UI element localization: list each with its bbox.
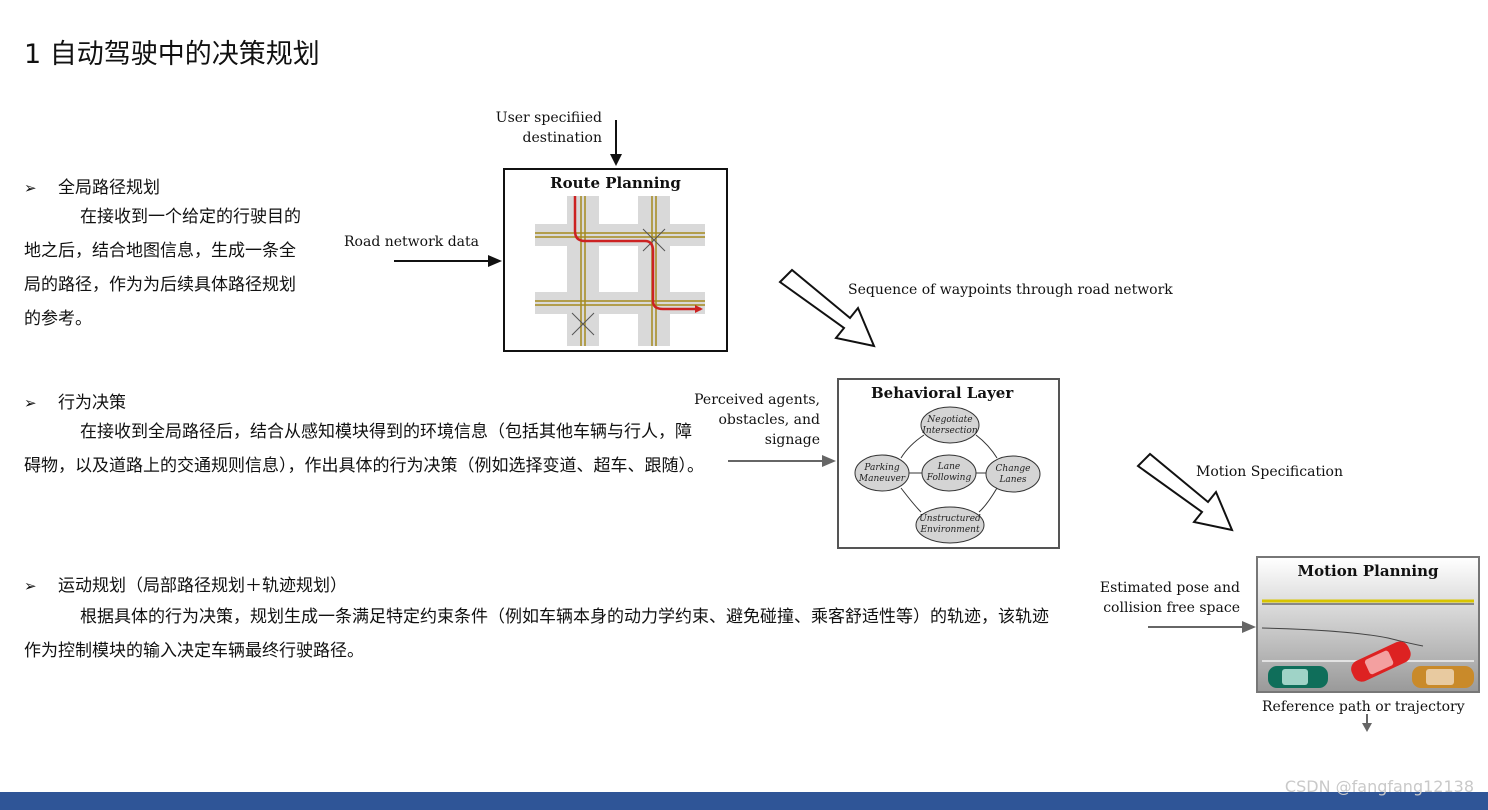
route-planning-title: Route Planning	[550, 174, 681, 192]
motion-planning-box: Motion Planning	[1256, 556, 1480, 693]
reference-path-label: Reference path or trajectory	[1262, 699, 1465, 715]
state-lane-line1: Lane	[937, 462, 960, 472]
down-arrow-icon	[1362, 714, 1372, 732]
section-motion-body: 根据具体的行为决策，规划生成一条满足特定约束条件（例如车辆本身的动力学约束、避免…	[24, 600, 1064, 668]
bullet-icon: ➢	[24, 394, 37, 412]
state-negotiate-line1: Negotiate	[926, 415, 972, 425]
section-body-text: 根据具体的行为决策，规划生成一条满足特定约束条件（例如车辆本身的动力学约束、避免…	[24, 607, 1049, 661]
csdn-watermark: CSDN @fangfang12138	[1284, 777, 1474, 796]
right-arrow-icon	[1148, 621, 1256, 633]
behavioral-layer-title: Behavioral Layer	[871, 384, 1014, 402]
motion-scene	[1258, 558, 1478, 691]
state-parking-line1: Parking	[863, 463, 899, 473]
section-motion-heading: ➢ 运动规划（局部路径规划＋轨迹规划）	[24, 571, 347, 596]
section-behavior-body: 在接收到全局路径后，结合从感知模块得到的环境信息（包括其他车辆与行人，障碍物，以…	[24, 415, 704, 483]
state-change-line1: Change	[996, 464, 1031, 474]
section-heading-text: 全局路径规划	[58, 178, 160, 198]
bullet-icon: ➢	[24, 577, 37, 595]
section-body-text: 在接收到一个给定的行驶目的地之后，结合地图信息，生成一条全局的路径，作为为后续具…	[24, 207, 301, 329]
section-heading-text: 运动规划（局部路径规划＋轨迹规划）	[58, 576, 347, 596]
right-arrow-icon	[728, 455, 836, 467]
user-destination-label: User specifiied destination	[495, 110, 602, 146]
bullet-icon: ➢	[24, 179, 37, 197]
road-grid-map	[535, 196, 705, 346]
state-unstructured-line1: Unstructured	[919, 514, 981, 524]
state-lane-line2: Following	[926, 473, 972, 483]
road-network-label: Road network data	[344, 234, 479, 250]
section-heading-text: 行为决策	[58, 393, 126, 413]
route-planning-box: Route Planning	[503, 168, 728, 352]
state-machine-diagram: Negotiate Intersection Parking Maneuver …	[854, 406, 1041, 544]
section-global-path-body: 在接收到一个给定的行驶目的地之后，结合地图信息，生成一条全局的路径，作为为后续具…	[24, 200, 308, 336]
down-arrow-icon	[610, 120, 622, 166]
state-parking-line2: Maneuver	[858, 474, 906, 484]
state-change-line2: Lanes	[998, 475, 1026, 485]
estimated-pose-label: Estimated pose and collision free space	[1099, 580, 1240, 616]
hollow-arrow-icon	[778, 268, 876, 348]
section-global-path-heading: ➢ 全局路径规划	[24, 173, 160, 198]
hollow-arrow-icon	[1136, 452, 1234, 532]
perceived-agents-label: Perceived agents, obstacles, and signage	[694, 392, 820, 448]
waypoints-label: Sequence of waypoints through road netwo…	[848, 282, 1173, 298]
state-unstructured-line2: Environment	[919, 525, 980, 535]
state-negotiate-line2: Intersection	[921, 426, 977, 436]
section-behavior-heading: ➢ 行为决策	[24, 388, 126, 413]
section-body-text: 在接收到全局路径后，结合从感知模块得到的环境信息（包括其他车辆与行人，障碍物，以…	[24, 422, 704, 476]
behavioral-layer-box: Behavioral Layer Negotiate Intersection …	[837, 378, 1060, 549]
footer-bar	[0, 792, 1488, 810]
motion-planning-title: Motion Planning	[1297, 562, 1439, 580]
page-title: 1 自动驾驶中的决策规划	[24, 39, 320, 70]
right-arrow-icon	[394, 255, 502, 267]
motion-spec-label: Motion Specification	[1196, 464, 1343, 480]
